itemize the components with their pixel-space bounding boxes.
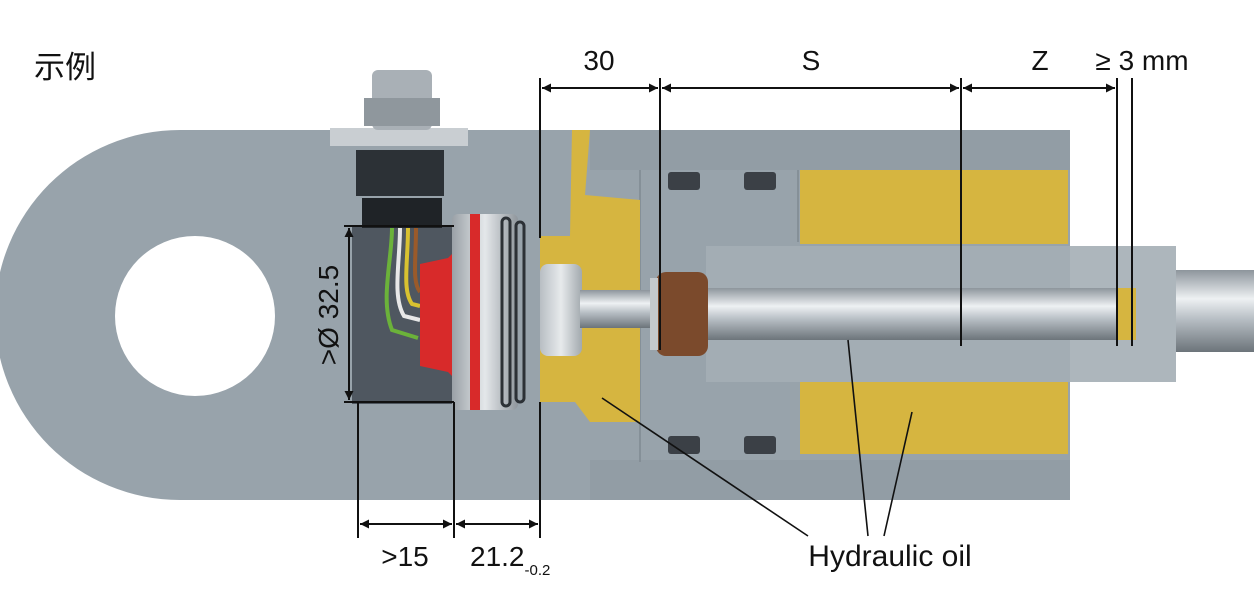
dim-label-21-tolerance: -0.2 xyxy=(525,562,551,579)
dimension-lines xyxy=(344,78,1133,538)
eye-end xyxy=(0,130,590,500)
dim-label-21: 21.2-0.2 xyxy=(470,541,550,579)
sensor-rod-tip xyxy=(1118,288,1136,340)
dim-label-gap: ≥ 3 mm xyxy=(1095,45,1188,76)
dim-label-30: 30 xyxy=(583,45,614,76)
dim-label-21-main: 21.2 xyxy=(470,541,525,572)
sensor-flange xyxy=(452,214,518,410)
callout-hydraulic-oil: Hydraulic oil xyxy=(808,540,971,573)
dim-label-z: Z xyxy=(1031,45,1048,76)
piston-rod-exit xyxy=(1176,270,1254,352)
oil-chamber-upper xyxy=(800,170,1068,244)
dim-label-diameter: >Ø 32.5 xyxy=(313,265,344,365)
eye-bore xyxy=(115,236,275,396)
title-label: 示例 xyxy=(34,50,96,85)
sensor-flange-rings xyxy=(500,216,526,408)
dim-label-s: S xyxy=(802,45,821,76)
cable-connector xyxy=(330,70,468,228)
sensor-rod xyxy=(706,288,1120,340)
oil-chamber-lower xyxy=(800,382,1068,454)
sensor-wires xyxy=(384,227,422,340)
dim-label-15: >15 xyxy=(381,541,429,572)
position-magnet xyxy=(656,272,708,356)
gland-nut xyxy=(540,264,582,356)
seals xyxy=(668,172,776,454)
leader-lines xyxy=(601,339,913,537)
